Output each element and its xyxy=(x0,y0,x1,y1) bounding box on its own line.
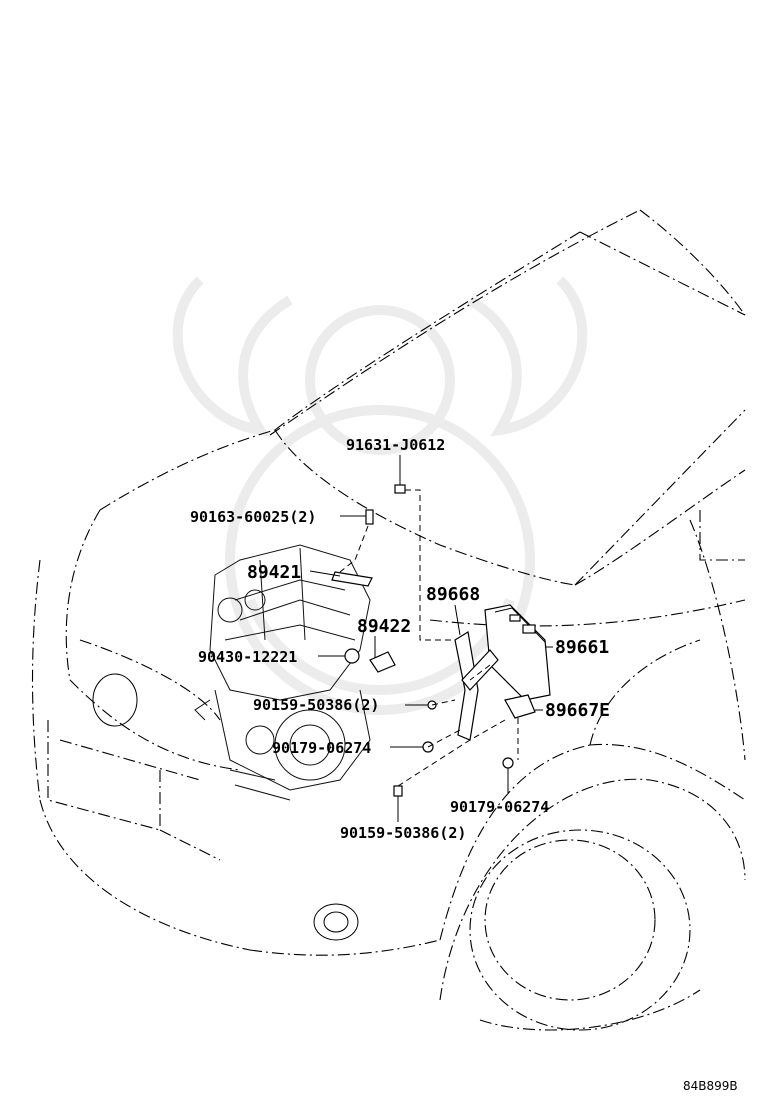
diagram-code: 84B899B xyxy=(683,1079,738,1093)
label-91631: 91631-J0612 xyxy=(346,436,445,454)
label-89667e: 89667E xyxy=(545,700,610,721)
watermark-emblem xyxy=(172,276,588,715)
nut-90179-right-icon xyxy=(502,757,514,769)
bolt-91631-icon xyxy=(394,484,406,494)
assembly-lines xyxy=(339,489,519,787)
leader-lines xyxy=(309,455,553,822)
bolt-90159-lower-icon xyxy=(393,785,403,797)
vehicle-body-outline xyxy=(31,209,746,1031)
ecu-89661 xyxy=(484,604,551,701)
label-90159-upper: 90159-50386(2) xyxy=(253,696,379,714)
bracket-89667e xyxy=(504,694,536,719)
callout-labels: 91631-J0612 90163-60025(2) 89421 89668 8… xyxy=(190,436,610,842)
bolt-90163-icon xyxy=(365,509,374,525)
label-90179-right: 90179-06274 xyxy=(450,798,549,816)
label-90179-left: 90179-06274 xyxy=(272,739,371,757)
label-89668: 89668 xyxy=(426,584,480,605)
label-90163: 90163-60025(2) xyxy=(190,508,316,526)
sensor-89422 xyxy=(344,648,396,673)
sensor-89421 xyxy=(331,571,373,587)
label-89421: 89421 xyxy=(247,562,301,583)
label-89661: 89661 xyxy=(555,637,609,658)
label-90430: 90430-12221 xyxy=(198,648,297,666)
engine-assembly xyxy=(194,544,371,801)
label-90159-lower: 90159-50386(2) xyxy=(340,824,466,842)
label-89422: 89422 xyxy=(357,616,411,637)
